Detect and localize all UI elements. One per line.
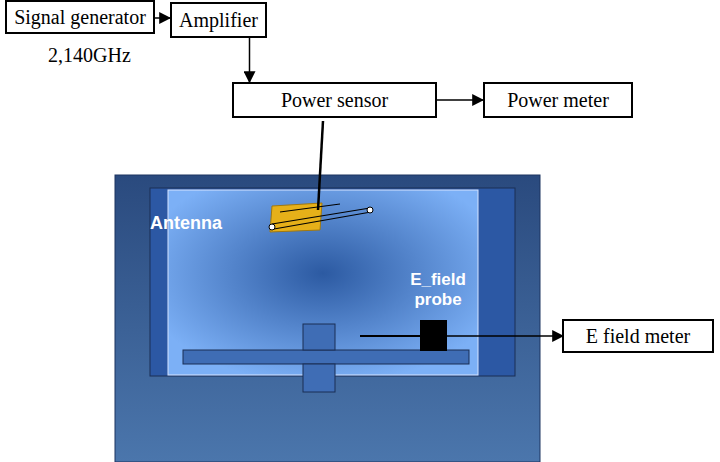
box-text: Power sensor [281, 89, 388, 111]
box-text: Signal generator [14, 6, 146, 28]
antenna-label: Antenna [150, 213, 260, 234]
signal-arrow [437, 99, 483, 101]
box-text: Power meter [507, 89, 609, 111]
antenna-dipole [272, 208, 370, 224]
instrument-box: Power sensor [232, 82, 437, 118]
turntable-post [303, 364, 335, 392]
chamber-outer [115, 175, 540, 462]
antenna-dipole [274, 212, 371, 229]
probe-label: E_field probe [398, 270, 478, 309]
e-field-probe [420, 320, 447, 351]
antenna-tip [367, 207, 373, 213]
antenna-dipole [280, 204, 340, 212]
signal-arrow [249, 38, 251, 82]
absorber-band [150, 188, 515, 376]
turntable-post [303, 324, 335, 350]
instrument-box: Power meter [483, 82, 633, 118]
frequency-label: 2,140GHz [48, 44, 158, 67]
turntable [183, 350, 469, 364]
instrument-box: E field meter [562, 319, 714, 353]
signal-arrow [155, 17, 170, 19]
box-text: Amplifier [179, 9, 258, 31]
instrument-box: Amplifier [170, 2, 267, 38]
antenna-cable [318, 121, 323, 210]
box-text: E field meter [586, 325, 690, 347]
probe-cable [447, 335, 563, 337]
antenna-tip [269, 224, 275, 230]
instrument-box: Signal generator [5, 0, 155, 34]
probe-rod [360, 335, 420, 337]
